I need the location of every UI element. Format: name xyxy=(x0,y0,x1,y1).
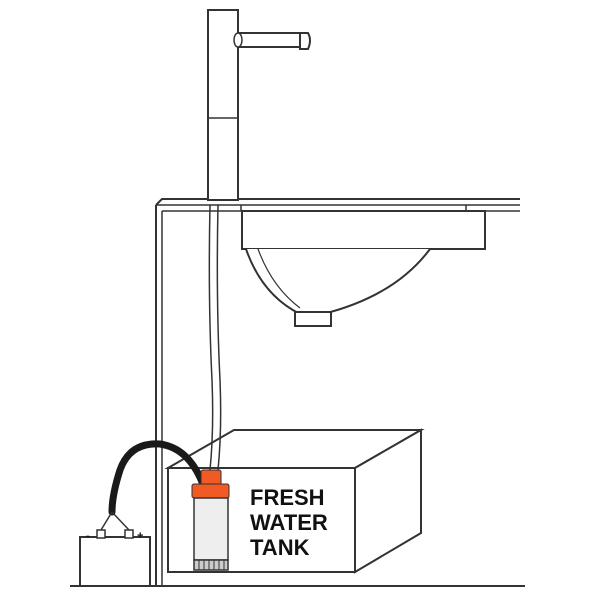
submersible-pump xyxy=(191,469,230,571)
tank-label-line3: TANK xyxy=(250,535,310,560)
tank-label-line1: FRESH xyxy=(250,485,325,510)
tank-label-line2: WATER xyxy=(250,510,328,535)
faucet xyxy=(207,9,311,201)
power-cable xyxy=(108,440,206,516)
water-hose xyxy=(208,204,222,471)
cabinet-wall xyxy=(155,205,163,586)
battery: - + xyxy=(79,511,151,587)
battery-negative-sign: - xyxy=(86,530,90,542)
sink-basin xyxy=(241,210,486,327)
tank-label: FRESH WATER TANK xyxy=(250,485,328,560)
water-tank xyxy=(164,428,425,574)
battery-positive-sign: + xyxy=(137,530,143,542)
